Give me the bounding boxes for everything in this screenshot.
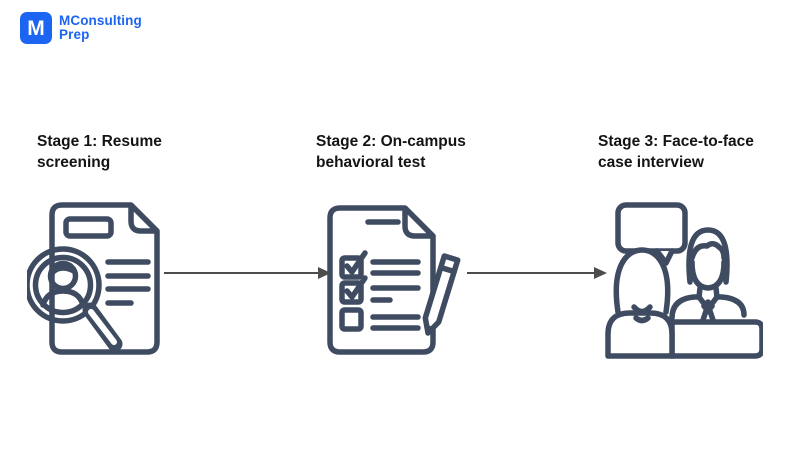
man-jacket-right [714,294,747,318]
checkbox-2 [339,280,364,305]
checkbox-3-empty [339,307,364,332]
stage-3-label-line1: Stage 3: Face-to-face [598,133,754,150]
stage-2-label-line2: behavioral test [316,154,426,171]
arrow-stage2-to-stage3 [467,267,607,279]
brand-name-line1: MConsulting [59,13,142,28]
brand-logo-icon: M [20,12,52,44]
stage-1-label-line2: screening [37,154,111,171]
document-outline [49,202,160,355]
brand-wordmark: MConsulting Prep [59,14,142,42]
woman-collar [633,315,651,324]
man-hair-line [689,241,727,261]
document-text-lines [105,259,151,306]
magnifier-handle-core [88,309,117,345]
stage-1-label: Stage 1: Resume screening [37,131,162,173]
man-tie [700,308,716,323]
arrow-stage1-to-stage2 [164,267,331,279]
logo-letter: M [27,16,45,40]
checkmark-2 [344,275,368,300]
magnifier-inner-ring [32,254,94,316]
man-jacket-left [669,294,702,321]
woman-body [605,310,675,359]
resume-screening-icon [27,201,177,359]
pencil-band [438,264,457,275]
stage-1-label-line1: Stage 1: Resume [37,133,162,150]
person-hair [49,265,77,276]
folded-corner [128,203,159,234]
brand-logo: M MConsulting Prep [20,12,142,44]
speech-bubble-tail [654,248,675,266]
checkbox-1 [339,255,364,280]
man-face [689,259,727,291]
woman-hair [613,247,671,315]
row-3-lines [370,314,421,331]
checklist-pencil-icon [320,200,465,355]
row-2-lines [370,285,421,303]
stage-3-label-line2: case interview [598,154,704,171]
document-outline [327,205,436,355]
stage-3-label: Stage 3: Face-to-face case interview [598,131,754,173]
magnifier-outer-ring [27,246,102,324]
pencil-tip [428,325,435,333]
stage-2-label: Stage 2: On-campus behavioral test [316,131,466,173]
document-title-block [63,216,114,239]
folded-corner [402,206,435,239]
stage-2-label-line1: Stage 2: On-campus [316,133,466,150]
checkmark-1 [344,250,368,275]
row-1-lines [370,259,421,276]
brand-name-line2: Prep [59,27,90,42]
desk [669,319,763,359]
person-shoulders [40,288,86,308]
interview-people-icon [603,200,763,360]
speech-bubble [615,202,688,254]
